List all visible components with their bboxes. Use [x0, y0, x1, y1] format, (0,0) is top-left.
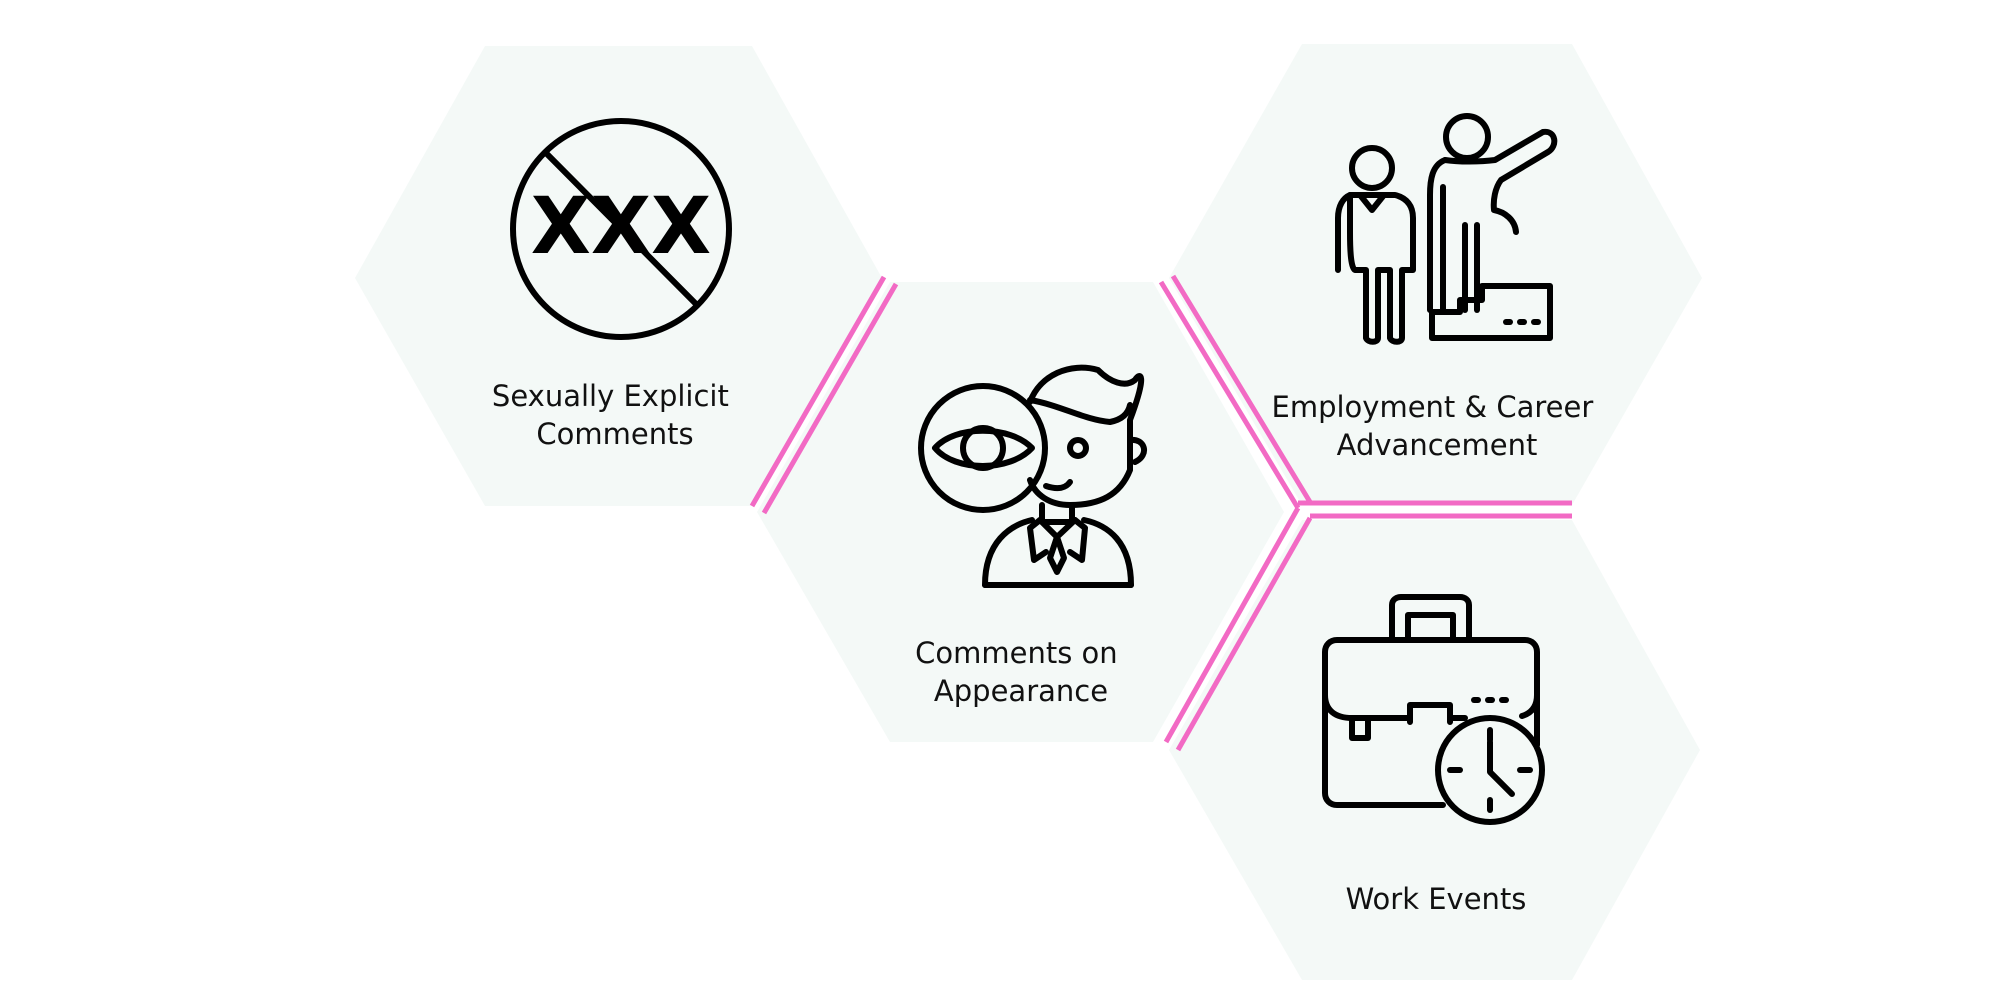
- node-label-sexually-explicit: Sexually Explicit Comments: [492, 379, 738, 451]
- hexagon-work-events: [1169, 520, 1700, 980]
- label-line: Employment & Career: [1272, 390, 1594, 424]
- connector-horizontal-right: [1298, 500, 1572, 519]
- node-label-employment: Employment & Career Advancement: [1272, 390, 1603, 462]
- label-line: Work Events: [1346, 882, 1527, 916]
- labels: Sexually Explicit Comments Comments on A…: [492, 379, 1603, 916]
- connector-employment-work-events: [1163, 506, 1313, 752]
- career-advancement-icon: [1335, 113, 1558, 345]
- xxx-text: XXX: [531, 182, 711, 272]
- connector-appearance-employment: [1158, 274, 1313, 510]
- hexagon-sexually-explicit: [355, 46, 882, 506]
- node-label-appearance: Comments on Appearance: [915, 636, 1127, 708]
- node-label-work-events: Work Events: [1346, 882, 1527, 916]
- magnifier-person-icon: [918, 364, 1147, 588]
- label-line: Comments: [536, 417, 693, 451]
- hexagon-employment: [1169, 44, 1702, 505]
- connectors: [749, 274, 1572, 752]
- briefcase-clock-icon: [1322, 594, 1545, 825]
- hexagons: [355, 44, 1702, 980]
- label-line: Appearance: [934, 674, 1108, 708]
- label-line: Sexually Explicit: [492, 379, 729, 413]
- no-xxx-icon: XXX: [510, 118, 732, 340]
- label-line: Advancement: [1337, 428, 1538, 462]
- label-line: Comments on: [915, 636, 1118, 670]
- connector-explicit-appearance: [749, 275, 899, 515]
- hexagon-appearance: [757, 282, 1284, 742]
